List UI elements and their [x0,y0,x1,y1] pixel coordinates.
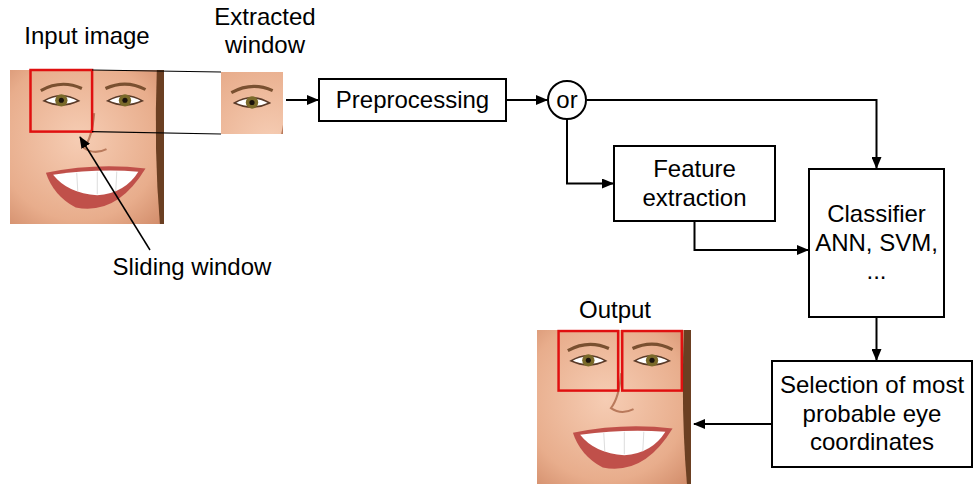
flow-arrow [507,99,547,101]
process-box: Selection of most probable eye coordinat… [771,360,973,468]
zoom-line [92,132,221,134]
caption-label: Sliding window [92,253,292,281]
flow-arrow [567,120,613,184]
eye-box [559,331,619,391]
node-text: or [549,86,585,115]
output-image [537,330,691,484]
eye-box [622,331,682,391]
process-box: Feature extraction [613,145,776,222]
caption-label: Extracted window [206,3,324,58]
process-box: Preprocessing [318,78,507,122]
or-circle: or [547,80,587,120]
leader-line [80,137,150,250]
caption-label: Output [560,296,670,324]
output-face-image [537,330,691,484]
node-content: Preprocessing [325,86,500,115]
node-content: Feature extraction [620,155,769,213]
zoom-line [92,70,221,72]
node-content: Selection of most probable eye coordinat… [778,371,966,457]
input-arrow [286,99,318,101]
node-text: Classifier ANN, SVM, ... [815,200,938,286]
caption-label: Input image [5,22,169,50]
sliding-window-box [31,70,93,132]
node-content: Classifier ANN, SVM, ... [815,200,938,286]
flow-arrow [695,222,809,250]
flow-arrow [876,318,878,360]
node-text: Preprocessing [325,86,500,115]
node-text: Feature extraction [620,155,769,213]
output-arrow [694,423,771,425]
node-text: Selection of most probable eye coordinat… [778,371,966,457]
node-content: or [549,86,585,115]
classifier-box: Classifier ANN, SVM, ... [808,168,945,318]
